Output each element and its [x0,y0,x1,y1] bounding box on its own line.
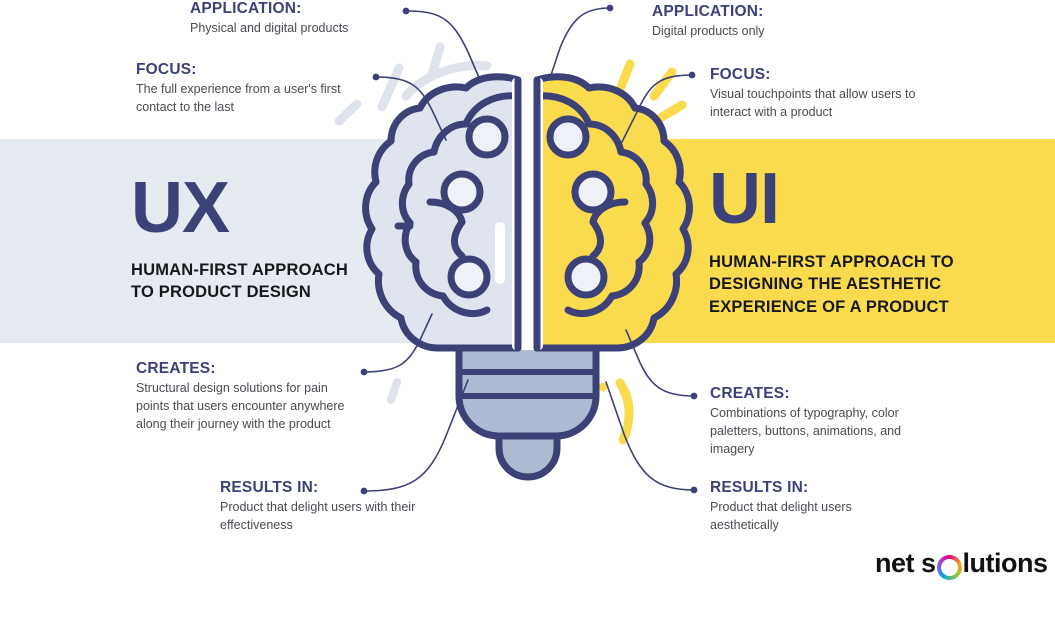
callout-ux-application: APPLICATION: Physical and digital produc… [190,0,420,38]
callout-title: APPLICATION: [190,0,302,17]
ux-color-band [0,139,527,343]
decor-arc-right [615,378,634,445]
callout-ux-creates: CREATES: Structural design solutions for… [136,360,351,433]
ux-subtitle-line2: TO PRODUCT DESIGN [131,283,312,302]
ui-subtitle-line2: DESIGNING THE AESTHETIC [709,275,942,294]
callout-ui-application: APPLICATION: Digital products only [652,3,882,41]
decor-dot-right [598,382,608,392]
logo-color-ring-icon [937,555,962,580]
callout-body: Visual touchpoints that allow users to i… [710,87,916,119]
lightbulb-base [455,342,600,481]
callout-body: Structural design solutions for pain poi… [136,381,345,431]
leader-dot [360,368,368,376]
ui-wordmark: UI [709,159,780,239]
ux-subtitle: HUMAN-FIRST APPROACH TO PRODUCT DESIGN [131,259,391,304]
callout-title: FOCUS: [136,61,197,78]
leader-dot [606,4,614,12]
callout-title: CREATES: [710,385,790,402]
decor-arc-left [401,61,492,101]
callout-body: Product that delight users aesthetically [710,500,852,532]
callout-body: Combinations of typography, color palett… [710,406,902,456]
leader-dot [690,486,698,494]
callout-ui-results-in: RESULTS IN: Product that delight users a… [710,479,910,535]
logo-text-part1: net s [875,548,936,578]
leader-dot [690,392,698,400]
callout-title: RESULTS IN: [220,479,319,496]
callout-body: Digital products only [652,24,765,39]
callout-title: FOCUS: [710,66,771,83]
decor-dashes-right [613,59,687,125]
callout-body: The full experience from a user's first … [136,82,341,114]
leader-dot [688,71,696,79]
ux-subtitle-line1: HUMAN-FIRST APPROACH [131,261,348,279]
callout-title: RESULTS IN: [710,479,809,496]
callout-title: CREATES: [136,360,216,377]
callout-body: Physical and digital products [190,21,349,36]
ux-wordmark: UX [131,168,230,248]
ui-subtitle-line3: EXPERIENCE OF A PRODUCT [709,297,949,316]
callout-ux-results-in: RESULTS IN: Product that delight users w… [220,479,420,535]
net-solutions-logo: net s lutions [875,548,1048,579]
callout-ux-focus: FOCUS: The full experience from a user's… [136,61,368,117]
callout-body: Product that delight users with their ef… [220,500,416,532]
leader-dot [372,73,380,81]
ui-subtitle-line1: HUMAN-FIRST APPROACH TO [709,253,954,271]
callout-title: APPLICATION: [652,3,764,20]
callout-ui-focus: FOCUS: Visual touchpoints that allow use… [710,66,942,122]
decor-dashes-left-lower [387,378,401,404]
logo-text-part2: lutions [962,548,1049,578]
ui-subtitle: HUMAN-FIRST APPROACH TO DESIGNING THE AE… [709,251,974,318]
callout-ui-creates: CREATES: Combinations of typography, col… [710,385,925,458]
